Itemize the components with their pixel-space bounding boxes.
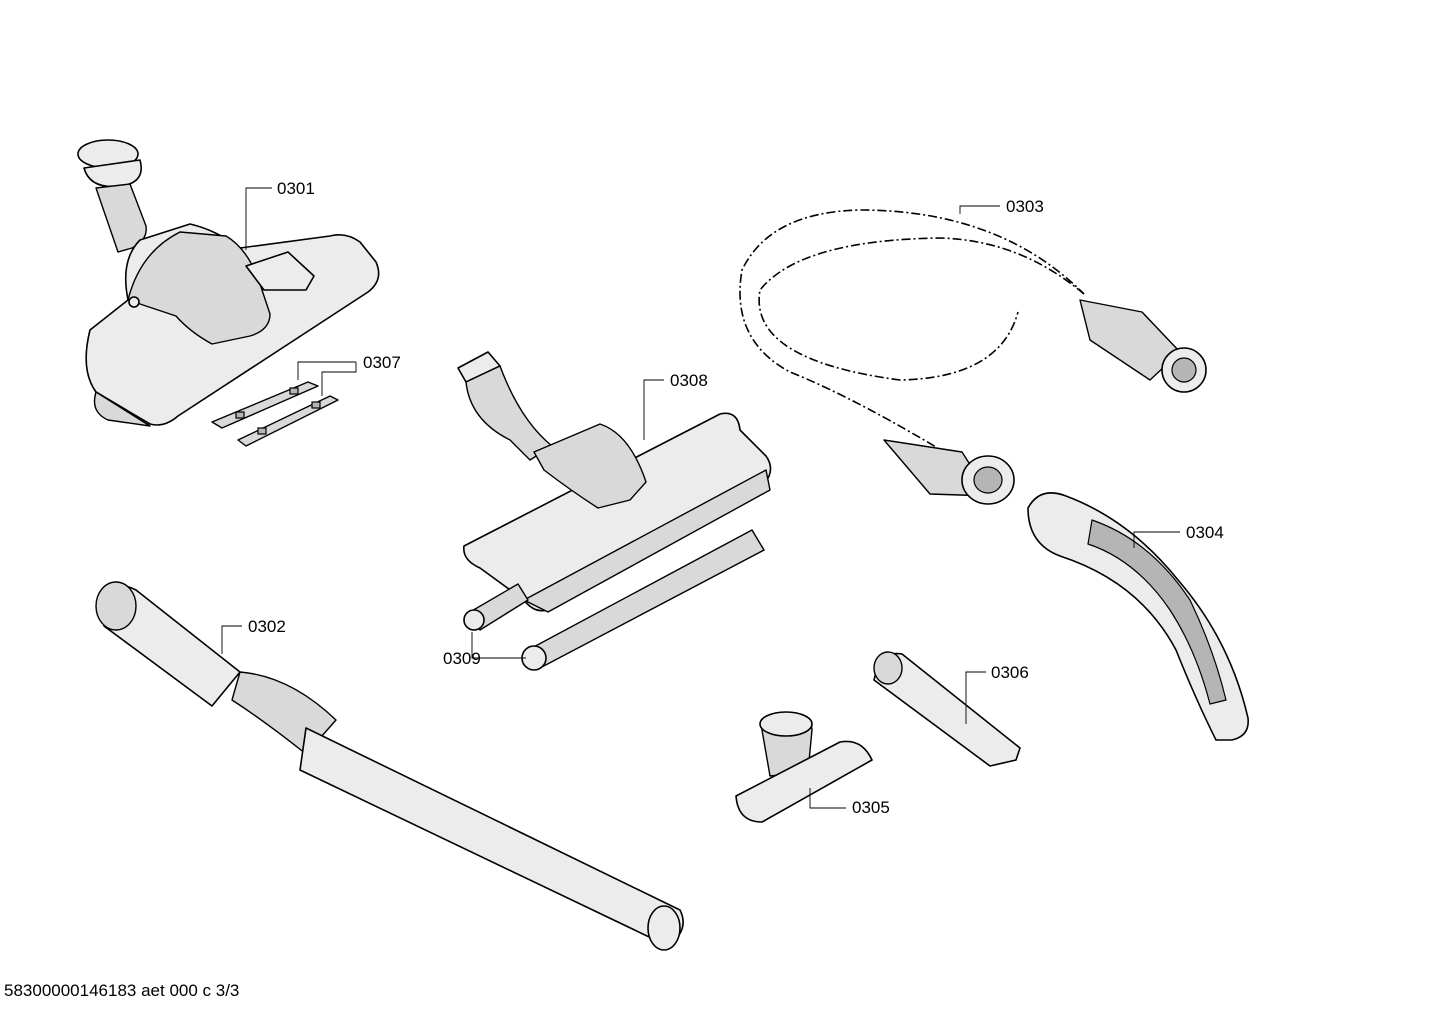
label-0301: 0301 — [277, 179, 315, 198]
part-0307-strips[interactable] — [211, 381, 339, 447]
part-0301-floor-nozzle[interactable] — [77, 139, 380, 427]
part-0305-upholstery-nozzle[interactable] — [735, 711, 873, 823]
part-0303-suction-hose[interactable] — [739, 209, 1207, 505]
part-0302-telescopic-tube[interactable] — [95, 581, 684, 951]
part-0304-handle[interactable] — [1027, 492, 1249, 741]
label-0302: 0302 — [248, 617, 286, 636]
part-0306-crevice-nozzle[interactable] — [873, 651, 1021, 767]
label-0303: 0303 — [1006, 197, 1044, 216]
label-0306: 0306 — [991, 663, 1029, 682]
label-0307: 0307 — [363, 353, 401, 372]
leader-lines — [221, 187, 1180, 809]
label-0308: 0308 — [670, 371, 708, 390]
part-0308-floor-brush[interactable] — [457, 351, 772, 613]
document-footer: 58300000146183 aet 000 c 3/3 — [4, 981, 240, 1000]
label-0305: 0305 — [852, 798, 890, 817]
label-0309: 0309 — [443, 649, 481, 668]
part-0309-brush-rolls[interactable] — [463, 529, 765, 671]
label-0304: 0304 — [1186, 523, 1224, 542]
part-labels: 0301 0307 0308 0303 0304 0306 0305 0302 … — [248, 179, 1224, 817]
